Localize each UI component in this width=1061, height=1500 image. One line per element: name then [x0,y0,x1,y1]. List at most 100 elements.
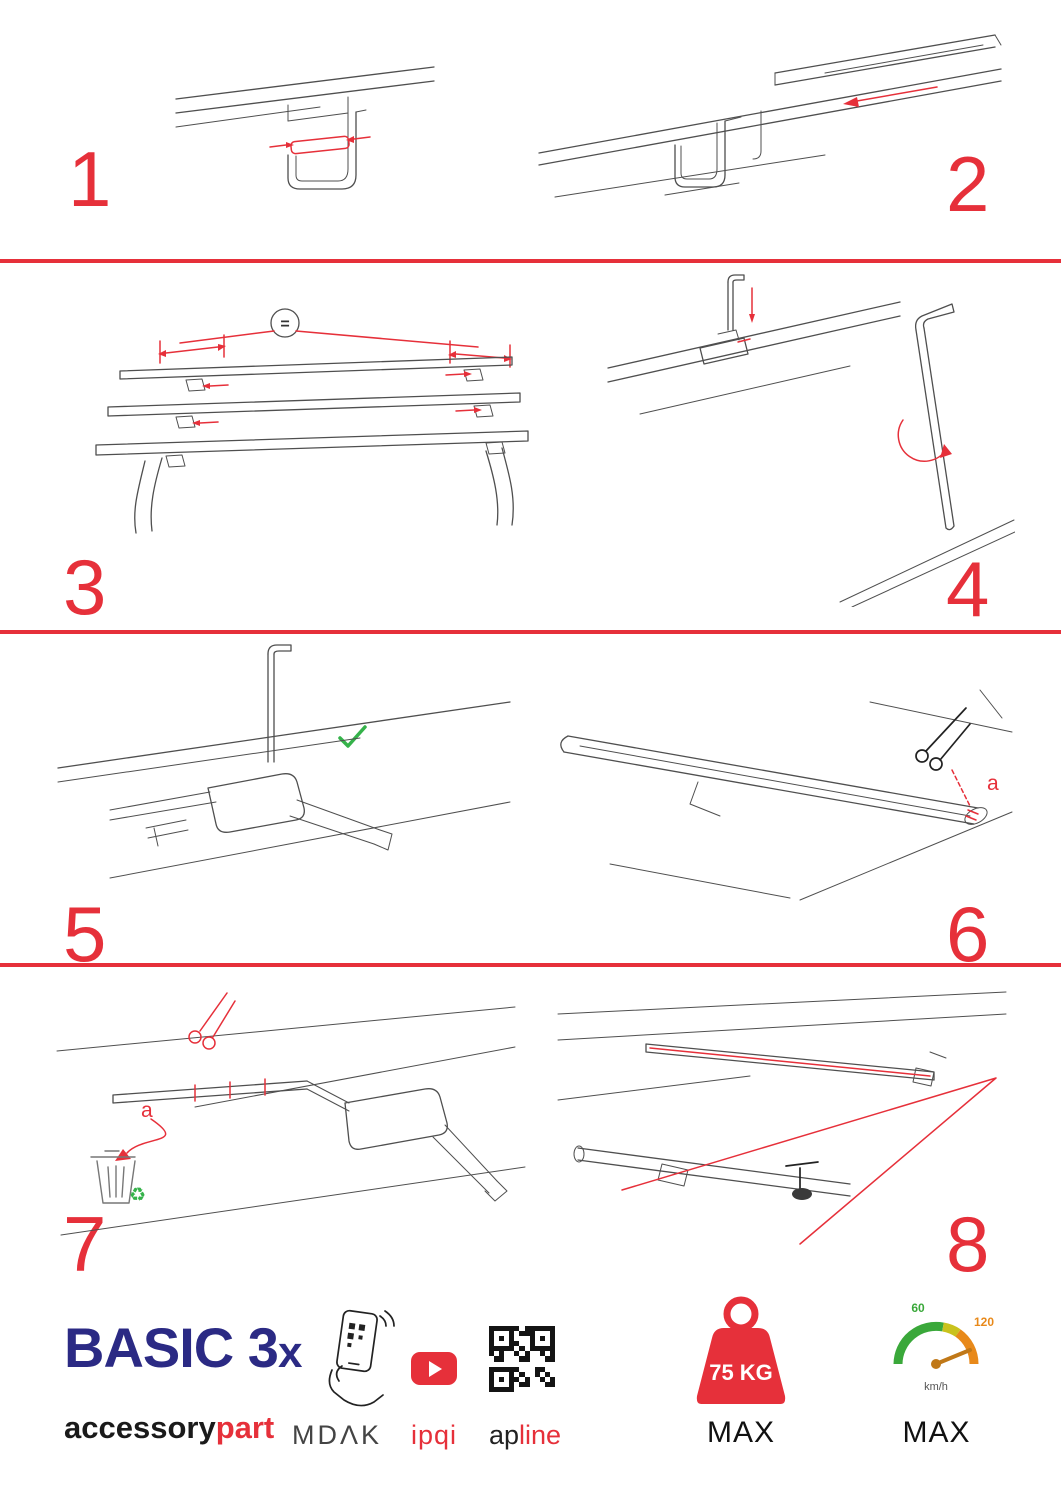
qr-cell [534,1361,540,1367]
step-8-number: 8 [946,1200,990,1288]
step-5-illustration [57,644,511,879]
brand-word-black: accessory [64,1410,216,1445]
step-2-illustration [538,34,1002,198]
phone-outline [336,1309,378,1373]
qr-cell [549,1351,555,1357]
qr-cell [524,1386,530,1392]
qr-cell [529,1341,535,1347]
logo-ipqi: ipqi [410,1420,458,1450]
qr-cell [494,1376,500,1382]
qr-cell [494,1386,500,1392]
trash-bin-icon [90,1150,136,1204]
weight-handle [723,1296,759,1332]
near-cross-bar [573,1145,851,1197]
section-divider-3 [0,963,1061,967]
qr-cell [549,1371,555,1377]
qr-cell [519,1361,525,1367]
qr-cell [489,1376,495,1382]
qr-cell [529,1376,535,1382]
qr-cell [549,1336,555,1342]
qr-cell [549,1361,555,1367]
scissors-icon-red [188,992,236,1050]
qr-cell [544,1366,550,1372]
qr-cell [494,1381,500,1387]
qr-cell [499,1356,505,1362]
qr-cell [504,1346,510,1352]
step-7-illustration: a ♻ [56,992,526,1236]
section-divider-1 [0,259,1061,263]
qr-cell [519,1381,525,1387]
label-a: a [141,1099,153,1122]
qr-cell [524,1356,530,1362]
qr-cell [534,1366,540,1372]
label-a: a [987,772,999,795]
qr-cell [514,1371,520,1377]
qr-cell [504,1336,510,1342]
step-3-illustration: = [95,308,529,534]
qr-cell [489,1336,495,1342]
step-6-number: 6 [946,890,990,978]
max-load-icon: 75 KG [696,1296,786,1404]
allen-key-icon [897,303,955,531]
qr-cell [539,1361,545,1367]
qr-cell [534,1326,540,1332]
brand-logo: accessorypart [64,1412,274,1443]
qr-cell [544,1356,550,1362]
product-name-main: BASIC 3 [64,1316,279,1379]
qr-cell [544,1376,550,1382]
check-icon [338,725,367,748]
qr-cell [519,1351,525,1357]
qr-cell [539,1356,545,1362]
torque-key-tool [785,1161,819,1200]
speed-high-label: 120 [974,1315,994,1329]
qr-cell [509,1356,515,1362]
qr-cell [549,1376,555,1382]
slide-arrow-red [843,86,938,107]
roof-lines [57,701,511,879]
qr-cell [499,1326,505,1332]
qr-cell [539,1376,545,1382]
qr-cell [499,1381,505,1387]
speed-max-label: MAX [902,1416,971,1449]
equal-spacing-badge: = [179,308,479,348]
brand-word-red: part [215,1410,275,1445]
locking-pin [267,644,292,763]
qr-cell [534,1351,540,1357]
qr-cell [524,1336,530,1342]
recycle-icon: ♻ [129,1185,146,1206]
qr-cell [489,1331,495,1337]
qr-cell [514,1341,520,1347]
qr-cell [519,1346,525,1352]
qr-cell [524,1371,530,1377]
qr-cell [524,1341,530,1347]
qr-cell [549,1326,555,1332]
qr-cell [514,1386,520,1392]
qr-cell [509,1386,515,1392]
qr-cell [494,1346,500,1352]
qr-cell [514,1376,520,1382]
step-1-number: 1 [68,135,112,223]
qr-cell [494,1326,500,1332]
qr-cell [549,1366,555,1372]
qr-scan-phone-icon [328,1309,395,1407]
qr-cell [519,1336,525,1342]
clamp-assembly [109,773,393,851]
speed-unit-label: km/h [924,1381,948,1393]
step-3-number: 3 [63,543,107,631]
qr-cell [539,1381,545,1387]
qr-cell [509,1341,515,1347]
qr-cell [504,1381,510,1387]
step-5-number: 5 [63,890,107,978]
logo-apline: apline [483,1422,567,1449]
scissors-icon [915,707,971,771]
qr-cell [509,1331,515,1337]
qr-cell [504,1356,510,1362]
qr-cell [524,1346,530,1352]
step-7-number: 7 [63,1200,107,1288]
qr-cell [544,1331,550,1337]
qr-cell [494,1371,500,1377]
qr-cell [504,1361,510,1367]
qr-cell [489,1381,495,1387]
qr-cell [494,1351,500,1357]
